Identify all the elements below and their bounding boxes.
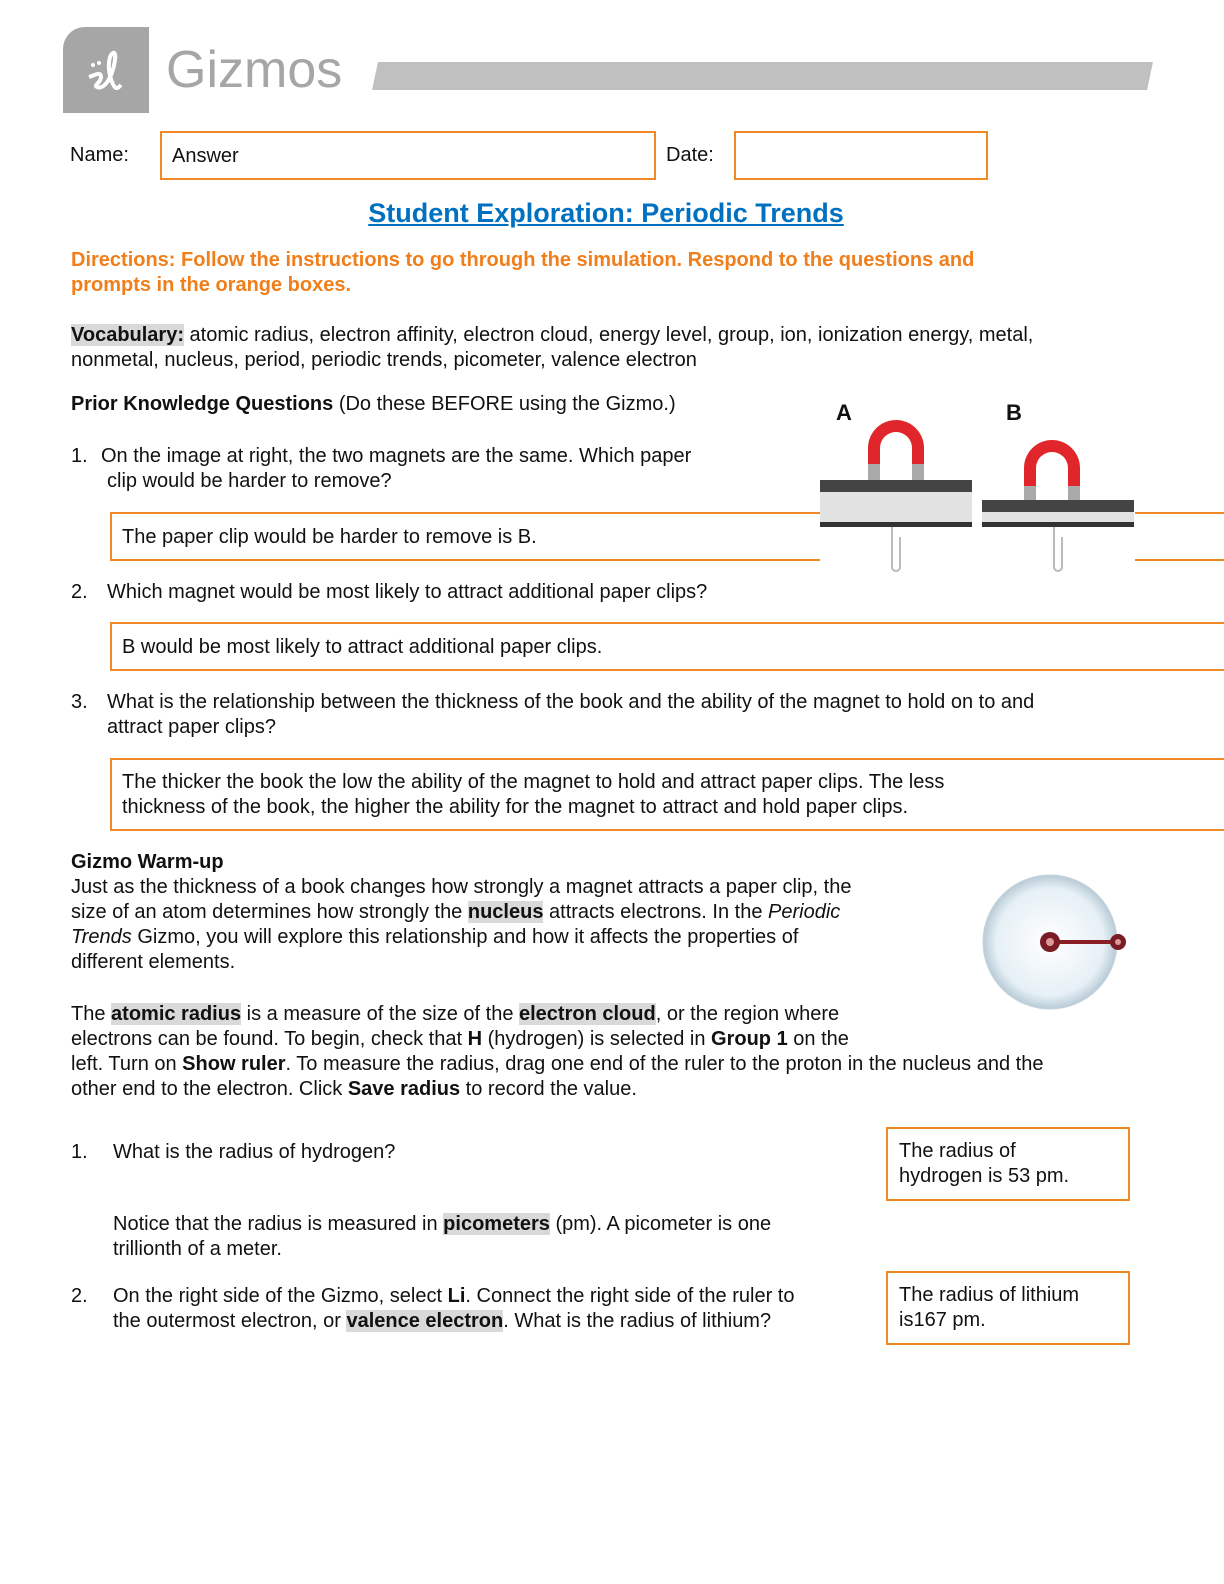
paragraph-text: On the right side of the Gizmo, select <box>113 1285 448 1307</box>
vocabulary: Vocabulary: atomic radius, electron affi… <box>71 323 1033 373</box>
paragraph-line: different elements. <box>71 951 236 973</box>
answer-text: The radius of lithium <box>899 1284 1080 1306</box>
question-line: On the image at right, the two magnets a… <box>101 445 692 467</box>
name-label: Name: <box>70 144 129 166</box>
answer-box-lithium[interactable]: The radius of lithium is167 pm. <box>886 1271 1130 1345</box>
magnets-image: A B <box>820 398 1135 578</box>
directions-line: Directions: Follow the instructions to g… <box>71 249 975 271</box>
question-text: Which magnet would be most likely to att… <box>107 581 708 603</box>
paragraph-line: Just as the thickness of a book changes … <box>71 876 852 898</box>
bold-text: Save radius <box>347 1078 461 1100</box>
term-valence-electron: valence electron <box>346 1310 504 1332</box>
bold-text: Li <box>447 1285 466 1307</box>
answer-text: thickness of the book, the higher the ab… <box>122 796 909 818</box>
question-number: 2. <box>71 581 88 603</box>
term-picometers: picometers <box>443 1213 550 1235</box>
question-text: What is the radius of hydrogen? <box>113 1141 396 1163</box>
paragraph-text: left. Turn on <box>71 1053 183 1075</box>
answer-box-hydrogen[interactable]: The radius of hydrogen is 53 pm. <box>886 1127 1130 1201</box>
gizmos-logo <box>63 27 149 113</box>
answer-box-2[interactable]: B would be most likely to attract additi… <box>110 622 1224 671</box>
paragraph-text: . Connect the right side of the ruler to <box>465 1285 795 1307</box>
term-electron-cloud: electron cloud <box>519 1003 656 1025</box>
section-heading: Prior Knowledge Questions <box>71 393 334 415</box>
vocabulary-text: atomic radius, electron affinity, electr… <box>184 324 1034 346</box>
question-text: On the right side of the Gizmo, select L… <box>113 1284 794 1334</box>
answer-box-3[interactable]: The thicker the book the low the ability… <box>110 758 1224 831</box>
answer-text: B would be most likely to attract additi… <box>122 636 603 658</box>
question-number: 1. <box>71 445 88 467</box>
vocabulary-label: Vocabulary: <box>71 324 184 346</box>
question-text: What is the relationship between the thi… <box>107 690 1034 740</box>
bold-text: Show ruler <box>182 1053 286 1075</box>
logo-text: Gizmos <box>166 41 343 99</box>
term-atomic-radius: atomic radius <box>111 1003 242 1025</box>
section-heading: Gizmo Warm-up <box>71 851 224 873</box>
warmup-section: Gizmo Warm-up Just as the thickness of a… <box>71 850 851 975</box>
paragraph-text: electrons can be found. To begin, check … <box>71 1028 468 1050</box>
paragraph-text: size of an atom determines how strongly … <box>71 901 468 923</box>
paragraph-text: other end to the electron. Click <box>71 1078 348 1100</box>
question-text: On the image at right, the two magnets a… <box>101 444 691 494</box>
paragraph-text: on the <box>787 1028 849 1050</box>
question-number: 1. <box>71 1141 88 1163</box>
paragraph-text: . What is the radius of lithium? <box>503 1310 772 1332</box>
question-line: attract paper clips? <box>107 716 276 738</box>
paragraph-text: Notice that the radius is measured in <box>113 1213 444 1235</box>
answer-text: is167 pm. <box>899 1309 986 1331</box>
question-line: clip would be harder to remove? <box>107 470 392 492</box>
label-b: B <box>1006 400 1022 425</box>
answer-text: The paper clip would be harder to remove… <box>122 526 537 548</box>
prior-heading: Prior Knowledge Questions (Do these BEFO… <box>71 392 676 417</box>
paragraph-text: is a measure of the size of the <box>241 1003 519 1025</box>
directions: Directions: Follow the instructions to g… <box>71 248 974 298</box>
header-bar <box>372 62 1153 90</box>
gizmo-name: Periodic <box>768 901 841 923</box>
label-a: A <box>836 400 852 425</box>
magnets-icon <box>820 420 1134 572</box>
heading-note: (Do these BEFORE using the Gizmo.) <box>333 393 676 415</box>
term-nucleus: nucleus <box>467 901 544 923</box>
notice-text: Notice that the radius is measured in pi… <box>113 1212 771 1262</box>
paragraph-line: trillionth of a meter. <box>113 1238 282 1260</box>
answer-text: hydrogen is 53 pm. <box>899 1165 1070 1187</box>
paragraph-text: to record the value. <box>460 1078 637 1100</box>
paragraph-text: the outermost electron, or <box>113 1310 347 1332</box>
gizmo-name: Trends <box>71 926 132 948</box>
bold-text: H <box>467 1028 483 1050</box>
atomic-radius-paragraph: The atomic radius is a measure of the si… <box>71 1002 1043 1102</box>
directions-line: prompts in the orange boxes. <box>71 274 352 296</box>
paragraph-text: attracts electrons. In the <box>543 901 769 923</box>
answer-text: The thicker the book the low the ability… <box>122 771 945 793</box>
page-title: Student Exploration: Periodic Trends <box>368 198 844 228</box>
name-field[interactable]: Answer <box>160 131 656 180</box>
question-line: What is the relationship between the thi… <box>107 691 1035 713</box>
bold-text: Group 1 <box>711 1028 788 1050</box>
paragraph-text: (hydrogen) is selected in <box>482 1028 712 1050</box>
paragraph-text: The <box>71 1003 112 1025</box>
paragraph-text: . To measure the radius, drag one end of… <box>285 1053 1044 1075</box>
atom-image <box>981 874 1131 1020</box>
atom-ruler-icon <box>982 874 1126 1010</box>
date-field[interactable] <box>734 131 988 180</box>
paragraph-text: Gizmo, you will explore this relationshi… <box>131 926 799 948</box>
question-number: 3. <box>71 691 88 713</box>
paragraph-text: , or the region where <box>655 1003 840 1025</box>
question-number: 2. <box>71 1285 88 1307</box>
date-label: Date: <box>666 144 714 166</box>
answer-text: The radius of <box>899 1140 1016 1162</box>
answer-box-1[interactable]: The paper clip would be harder to remove… <box>110 512 1224 561</box>
vocabulary-text: nonmetal, nucleus, period, periodic tren… <box>71 349 697 371</box>
logo-mark-icon <box>88 50 123 91</box>
paragraph-text: (pm). A picometer is one <box>549 1213 772 1235</box>
